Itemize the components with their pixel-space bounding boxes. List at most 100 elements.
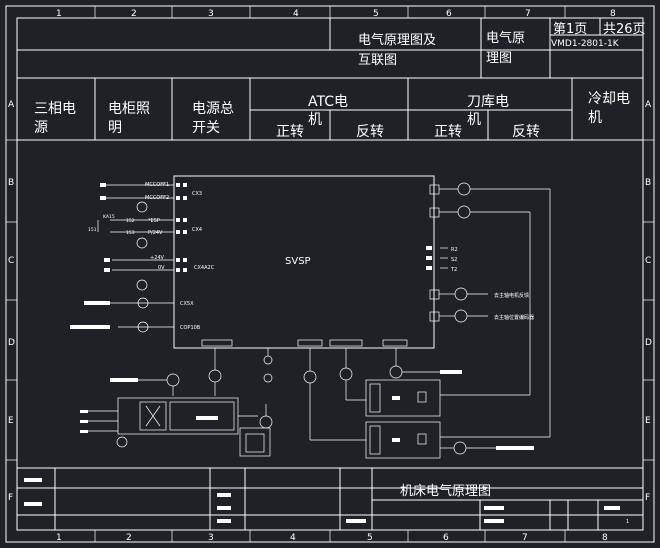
row-label-A-right: A <box>645 100 652 110</box>
row-label-E-right: E <box>645 416 651 426</box>
col-label-bottom-2: 2 <box>126 533 132 543</box>
col-label-5: 5 <box>373 9 379 19</box>
row-label-E: E <box>8 416 14 426</box>
row-label-B: B <box>8 178 14 188</box>
connector-k14 <box>454 287 468 301</box>
bottom-sheet-no: 1 <box>626 519 629 525</box>
mcc2-label: MCCOFF2 <box>145 195 169 201</box>
row-label-F-right: F <box>645 493 650 503</box>
col-label-7: 7 <box>525 9 531 19</box>
cx4a-label: CX4A2C <box>194 265 215 271</box>
connector-k7 <box>136 237 148 249</box>
connector-k11 <box>116 436 128 448</box>
col-label-6: 6 <box>446 9 452 19</box>
n153-label: 153 <box>126 230 135 236</box>
col-label-bottom-5: 5 <box>367 533 373 543</box>
cabinet-light-line1: 电柜照 <box>108 101 150 117</box>
cx5x-label: CX5X <box>180 301 194 307</box>
row-label-C: C <box>8 256 14 266</box>
svsp-unit: SVSP <box>173 175 435 349</box>
svsp-label: SVSP <box>285 256 311 267</box>
outer-frame <box>5 5 655 543</box>
main-switch-line2: 开关 <box>192 120 220 136</box>
header-cell-row: 三相电 源 电柜照 明 电源总 开关 ATC电 机 正转 反转 刀库电 机 正转… <box>17 78 643 141</box>
row-label-F: F <box>8 493 13 503</box>
main-switch-line1: 电源总 <box>192 101 234 117</box>
cx3-label: CX3 <box>192 191 202 197</box>
tool-reverse: 反转 <box>512 124 540 140</box>
total-sheets: 共26页 <box>603 22 646 37</box>
cooling-motor-line1: 冷却电 <box>588 91 630 107</box>
col-label-bottom-3: 3 <box>208 533 214 543</box>
right-wiring: R2 S2 T2 去主轴电机反馈 去主轴位置编码器 <box>426 182 551 437</box>
row-label-D: D <box>8 338 15 348</box>
connector-k8 <box>136 279 148 291</box>
cx4-label: CX4 <box>192 227 202 233</box>
n152-label: 152 <box>126 218 135 224</box>
mcc1-label: MCCOFF1 <box>145 182 169 188</box>
atc-reverse: 反转 <box>356 124 384 140</box>
connector-k17 <box>263 355 273 365</box>
drawing-number: VMD1-2801-1K <box>551 39 620 49</box>
spindle-feedback-note: 去主轴电机反馈 <box>494 292 529 299</box>
cop10b-label: COP10B <box>180 325 201 331</box>
connector-k16 <box>208 369 222 383</box>
three-phase-line1: 三相电 <box>34 101 76 117</box>
sheet-number: 第1页 <box>553 22 587 37</box>
r2-label: R2 <box>451 247 458 253</box>
connector-k15 <box>454 309 468 323</box>
t2-label: T2 <box>450 267 457 273</box>
col-label-bottom-4: 4 <box>290 533 296 543</box>
drawing-kind-line2: 理图 <box>486 51 512 66</box>
drawing-kind-line1: 电气原 <box>486 30 525 46</box>
drawing-title-line1: 电气原理图及 <box>358 32 436 48</box>
drawing-title-line2: 互联图 <box>358 53 397 68</box>
row-label-C-right: C <box>645 256 651 266</box>
column-markers-top: 1 2 3 4 5 6 7 8 <box>56 6 616 19</box>
atc-motor-line2: 机 <box>308 112 322 128</box>
col-label-bottom-8: 8 <box>602 533 608 543</box>
atc-motor-line1: ATC电 <box>308 94 348 110</box>
spindle-motor-area <box>80 373 273 457</box>
drive-modules <box>365 379 550 459</box>
col-label-2: 2 <box>131 9 137 19</box>
connector-k9 <box>137 297 149 309</box>
top-title-block: 电气原理图及 互联图 电气原 理图 第1页 共26页 VMD1-2801-1K <box>17 18 646 79</box>
col-label-3: 3 <box>208 9 214 19</box>
v0-label: 0V <box>158 265 165 271</box>
p24-label: P/24V <box>148 230 163 236</box>
spindle-encoder-note: 去主轴位置编码器 <box>494 314 534 321</box>
left-wiring: MCCOFF1 MCCOFF2 CX3 KA15 151 152 153 *ES… <box>70 182 215 333</box>
row-label-B-right: B <box>645 178 651 188</box>
row-markers-left: A B C D E F <box>6 100 17 503</box>
atc-forward: 正转 <box>276 124 304 140</box>
esp-label: *ESP <box>148 218 160 224</box>
col-label-bottom-6: 6 <box>443 533 449 543</box>
tool-forward: 正转 <box>434 124 462 140</box>
col-label-4: 4 <box>293 9 299 19</box>
cooling-motor-line2: 机 <box>588 110 602 126</box>
bottom-title-block: 机床电气原理图 1 <box>17 467 643 530</box>
svsp-bottom-connectors <box>201 339 462 441</box>
column-markers-bottom: 1 2 3 4 5 6 7 8 <box>56 530 608 543</box>
connector-k12 <box>457 182 471 196</box>
row-label-A: A <box>8 100 15 110</box>
bottom-drawing-title: 机床电气原理图 <box>400 483 491 499</box>
col-label-8: 8 <box>610 9 616 19</box>
ka15-label-1: KA15 <box>103 214 115 220</box>
n151-label: 151 <box>88 227 97 233</box>
connector-k6 <box>136 201 148 213</box>
connector-k13 <box>457 205 471 219</box>
s2-label: S2 <box>451 257 457 263</box>
col-label-bottom-1: 1 <box>56 533 62 543</box>
three-phase-line2: 源 <box>34 120 48 136</box>
v24-label: +24V <box>150 255 165 261</box>
tool-motor-line2: 机 <box>467 112 481 128</box>
cabinet-light-line2: 明 <box>108 120 122 136</box>
connector-k10 <box>137 321 149 333</box>
row-label-D-right: D <box>645 338 652 348</box>
col-label-bottom-7: 7 <box>522 533 528 543</box>
col-label-1: 1 <box>56 9 62 19</box>
row-markers-right: A B C D E F <box>643 100 654 503</box>
